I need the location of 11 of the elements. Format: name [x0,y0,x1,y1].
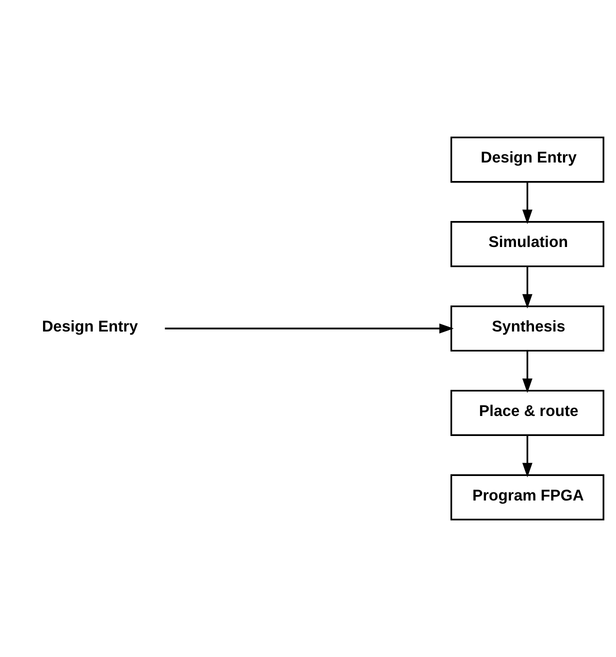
node-box: Simulation [450,221,604,268]
node-box: Program FPGA [450,474,604,520]
arrow [164,323,454,334]
arrow [522,350,532,393]
arrow [522,182,532,224]
node-text: Design Entry [42,318,138,336]
arrow [522,435,532,478]
node-box: Design Entry [450,136,604,183]
arrow [522,266,532,309]
node-box: Synthesis [450,305,604,352]
node-box: Place & route [450,390,604,436]
